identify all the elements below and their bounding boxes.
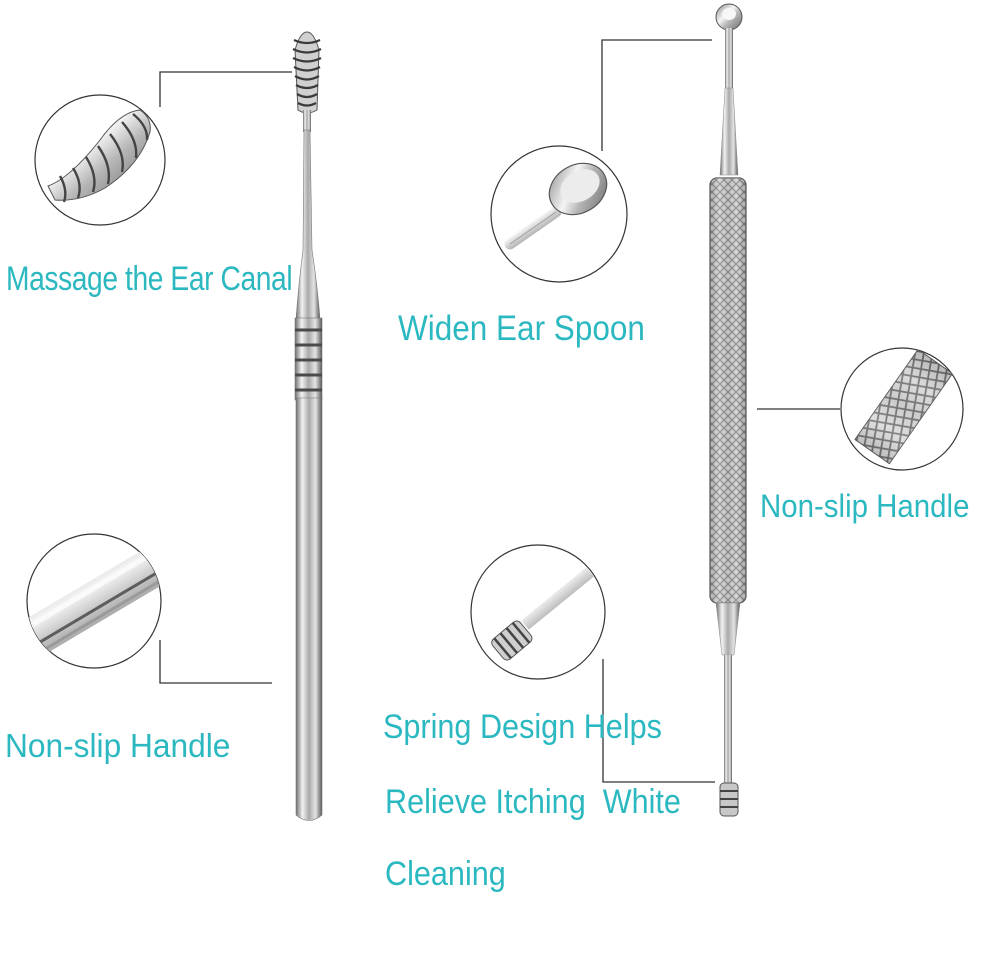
smooth-shaft-zoom-icon — [26, 533, 162, 669]
spiral-ear-pick-icon — [292, 31, 323, 821]
nonslip-handle-right-label: Non-slip Handle — [760, 488, 970, 524]
massage-ear-canal-label: Massage the Ear Canal — [6, 260, 293, 298]
spring-design-label-line2: Relieve Itching White — [385, 783, 681, 821]
spring-design-label-line1: Spring Design Helps — [383, 708, 662, 746]
widen-ear-spoon-label: Widen Ear Spoon — [398, 309, 645, 348]
spiral-tip-zoom-icon — [34, 94, 166, 226]
spiral-head-icon — [292, 31, 322, 132]
spring-design-label-line3: Cleaning — [385, 855, 506, 893]
knurled-handle-zoom-icon — [840, 347, 964, 471]
double-ended-ear-spoon-icon — [709, 3, 747, 817]
nonslip-handle-left-label: Non-slip Handle — [5, 727, 231, 764]
spring-tip-zoom-icon — [470, 544, 606, 680]
leader-lines — [159, 39, 840, 783]
spoon-tip-zoom-icon — [490, 145, 628, 283]
